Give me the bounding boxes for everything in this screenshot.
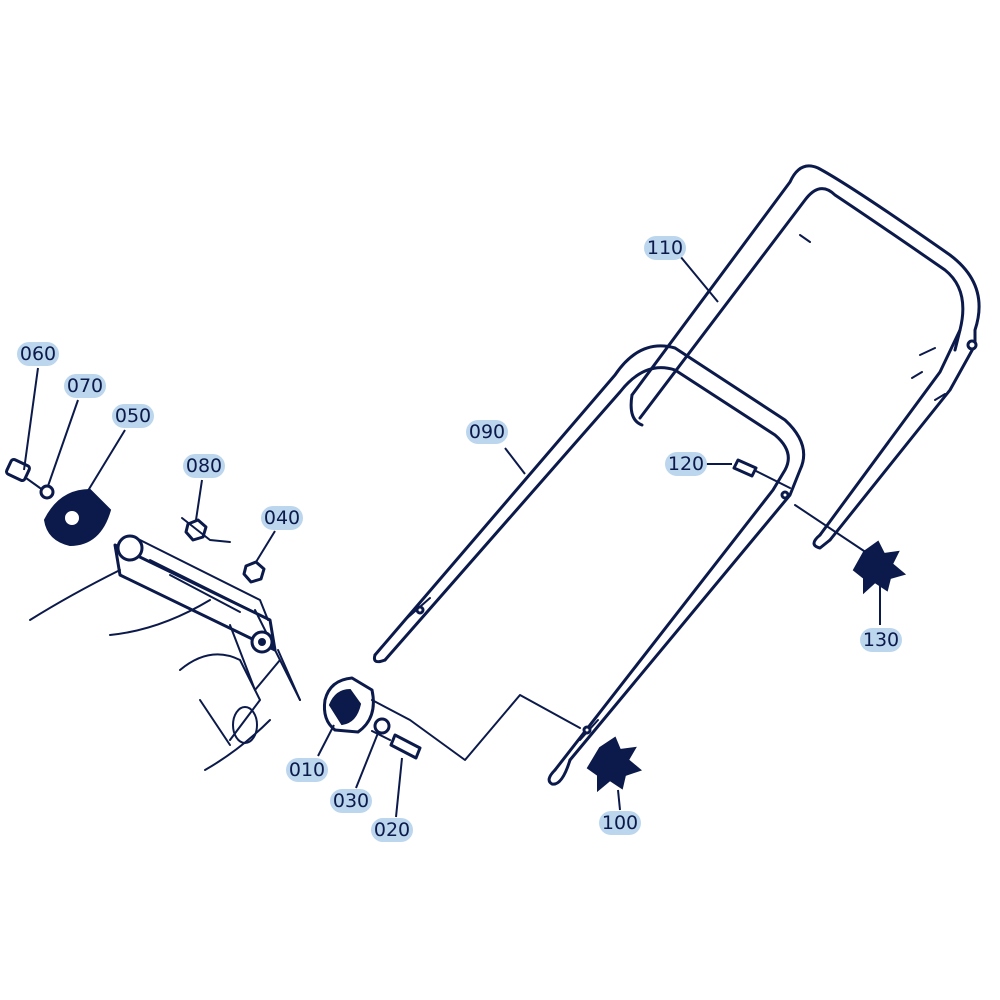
bolt-120 [732,458,791,489]
label-100: 100 [602,812,638,834]
callout-120: 120 [665,452,707,476]
callout-020: 020 [371,818,413,842]
callout-060: 060 [17,342,59,366]
upper-handle-110 [629,164,981,550]
label-120: 120 [668,453,704,475]
assembly-guide-lines [181,504,871,761]
label-080: 080 [186,455,222,477]
callout-050: 050 [112,404,154,428]
bracket-knob-010 [323,676,375,734]
callout-040: 040 [261,506,303,530]
label-040: 040 [264,507,300,529]
label-090: 090 [469,421,505,443]
washer-070 [39,484,55,500]
label-020: 020 [374,819,410,841]
label-030: 030 [333,790,369,812]
washer-030 [373,717,391,735]
bolt-020 [371,730,422,760]
callout-030: 030 [330,789,372,813]
label-070: 070 [67,375,103,397]
star-knob-130 [852,540,907,595]
callout-010: 010 [286,758,328,782]
lower-handle-090 [373,344,806,786]
callout-070: 070 [64,374,106,398]
callout-110: 110 [644,236,686,260]
callout-130: 130 [860,628,902,652]
leader-lines [23,255,881,818]
handle-bracket [113,534,301,701]
label-110: 110 [647,237,683,259]
bracket-knob-050 [43,488,112,547]
label-050: 050 [115,405,151,427]
callout-080: 080 [183,454,225,478]
bolt-060 [5,458,41,489]
engine-deck-sketch [29,569,271,771]
label-130: 130 [863,629,899,651]
nut-040 [242,560,266,584]
label-010: 010 [289,759,325,781]
label-060: 060 [20,343,56,365]
callout-090: 090 [466,420,508,444]
star-knob-100 [586,736,643,793]
callout-100: 100 [599,811,641,835]
